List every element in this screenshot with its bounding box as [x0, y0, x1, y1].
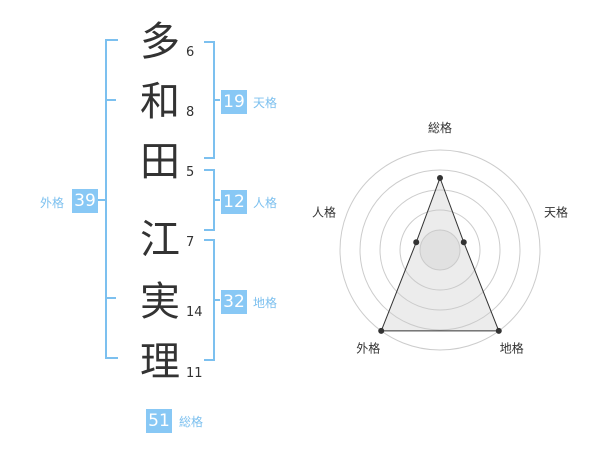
- radar-polygon: [380, 176, 500, 332]
- name-char-2: 和: [140, 79, 180, 125]
- radar-ring: [339, 149, 541, 351]
- stroke-count-6: 11: [186, 366, 203, 381]
- jinkaku-value: 12: [221, 190, 247, 214]
- radar-ring: [419, 229, 461, 271]
- stroke-count-3: 5: [186, 165, 195, 180]
- chikaku-value: 32: [221, 290, 247, 314]
- tenkaku-label: 天格: [253, 96, 278, 110]
- radar-point-3: [495, 327, 502, 334]
- radar-axis-label-3: 地格: [500, 341, 524, 356]
- name-char-6: 理: [140, 339, 180, 385]
- jinkaku-label: 人格: [253, 196, 278, 210]
- jinkaku-bracket: [204, 169, 220, 231]
- outer-bracket: [92, 39, 118, 359]
- radar-ring: [359, 169, 521, 331]
- name-char-5: 実: [140, 279, 180, 325]
- radar-center-disc: [420, 230, 460, 270]
- radar-axis-label-1: 総格: [428, 120, 452, 135]
- radar-axis-label-4: 外格: [356, 341, 380, 356]
- radar-point-4: [378, 327, 385, 334]
- stroke-count-1: 6: [186, 45, 195, 60]
- gaikaku-value: 39: [72, 189, 98, 213]
- radar-axis-label-2: 天格: [544, 204, 568, 219]
- name-char-1: 多: [140, 19, 180, 65]
- radar-axis-label-5: 人格: [312, 204, 336, 219]
- chikaku-bracket: [204, 239, 220, 361]
- stroke-count-4: 7: [186, 235, 195, 250]
- soukaku-value: 51: [146, 409, 172, 433]
- chikaku-label: 地格: [253, 296, 278, 310]
- tenkaku-value: 19: [221, 90, 247, 114]
- radar-point-5: [413, 239, 420, 246]
- radar-ring: [379, 189, 501, 311]
- radar-ring: [399, 209, 481, 291]
- gaikaku-label: 外格: [40, 196, 65, 210]
- stroke-count-2: 8: [186, 105, 195, 120]
- name-char-4: 江: [140, 217, 180, 263]
- radar-point-1: [437, 175, 443, 181]
- name-char-3: 田: [140, 139, 180, 185]
- tenkaku-bracket: [204, 41, 220, 159]
- stroke-count-5: 14: [186, 305, 203, 320]
- soukaku-label: 総格: [179, 415, 204, 429]
- radar-point-2: [460, 239, 467, 246]
